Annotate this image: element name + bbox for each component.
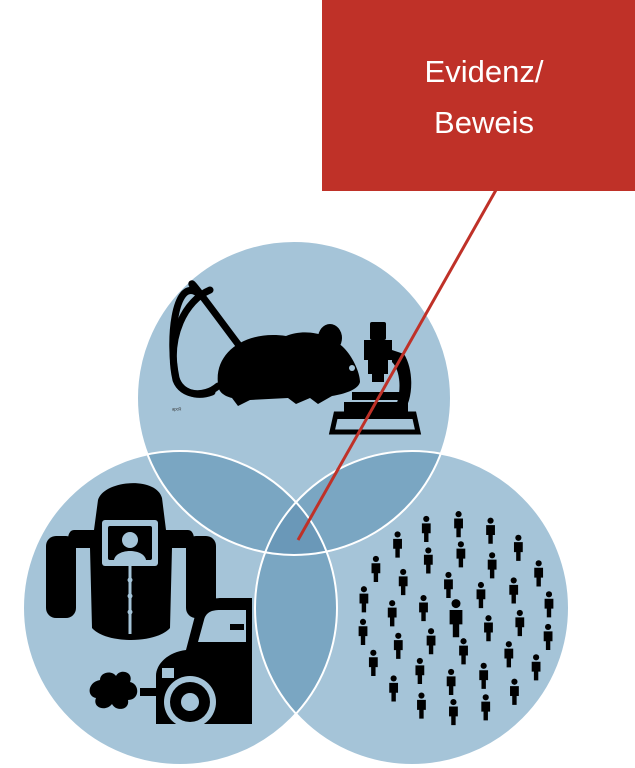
callout-line-2: Beweis (434, 105, 534, 140)
mouse-caption-label: ᵃᵖᶜᴿ (172, 407, 182, 414)
callout-line-1: Evidenz/ (425, 54, 544, 89)
callout-box (322, 0, 635, 191)
